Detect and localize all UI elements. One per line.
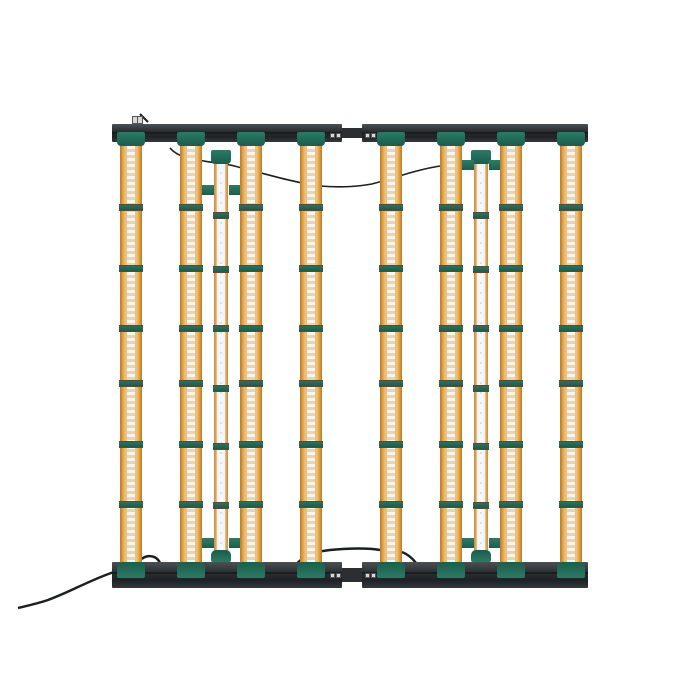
light-bar bbox=[500, 132, 522, 578]
light-bar bbox=[240, 132, 262, 578]
narrow-light-strip-right bbox=[474, 150, 488, 562]
strip-clip bbox=[202, 185, 214, 195]
light-bar bbox=[120, 132, 142, 578]
rail-port bbox=[336, 573, 341, 578]
rail-port bbox=[371, 573, 376, 578]
light-bar bbox=[380, 132, 402, 578]
light-bar bbox=[560, 132, 582, 578]
rail-port bbox=[330, 573, 335, 578]
top-connector bbox=[137, 116, 143, 124]
rail-port bbox=[365, 573, 370, 578]
light-bar bbox=[180, 132, 202, 578]
narrow-light-strip-left bbox=[214, 150, 228, 562]
rail-port bbox=[330, 133, 335, 138]
bottom-hinge bbox=[342, 568, 362, 582]
light-bar bbox=[300, 132, 322, 578]
rail-port bbox=[371, 133, 376, 138]
strip-clip bbox=[202, 538, 214, 548]
light-bar bbox=[440, 132, 462, 578]
rail-port bbox=[336, 133, 341, 138]
strip-clip bbox=[462, 160, 474, 170]
strip-clip bbox=[462, 538, 474, 548]
rail-port bbox=[365, 133, 370, 138]
top-hinge bbox=[342, 128, 362, 138]
